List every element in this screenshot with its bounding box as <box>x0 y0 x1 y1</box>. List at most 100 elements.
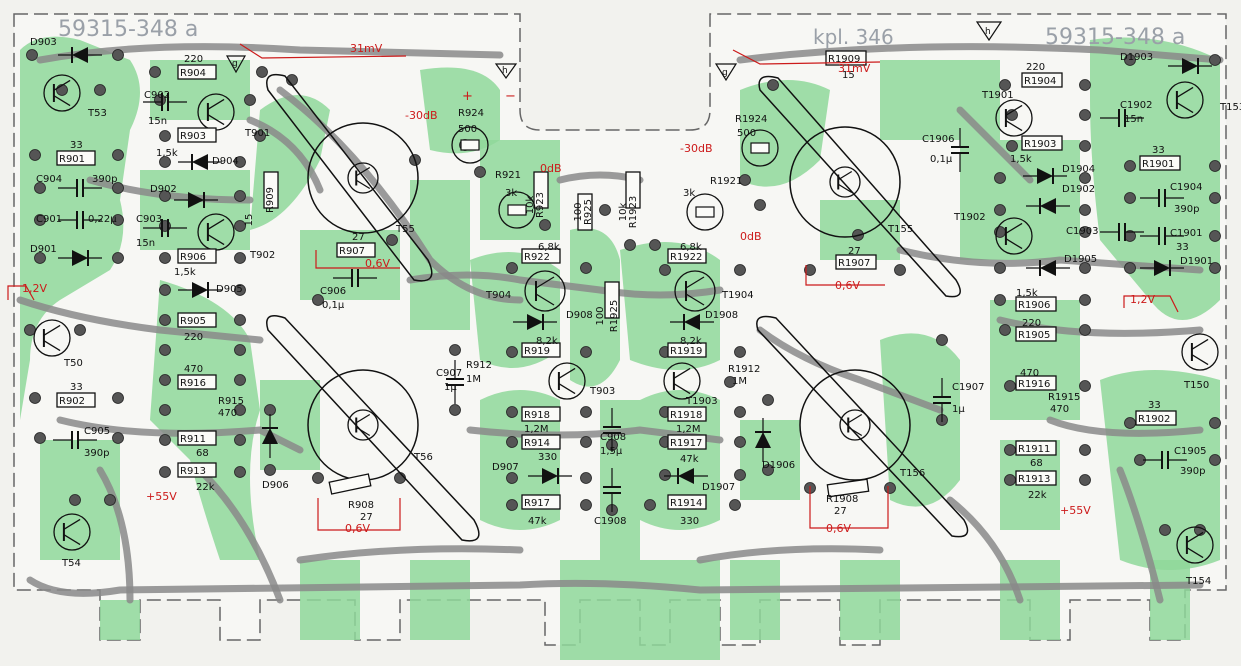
diode-d1905 <box>1026 260 1070 276</box>
solder-pad <box>34 214 46 226</box>
solder-pad <box>659 469 671 481</box>
solder-pad <box>1079 172 1091 184</box>
capacitor-c1907 <box>933 378 951 422</box>
copper-area <box>620 242 720 370</box>
resistor-symbols <box>56 50 1181 510</box>
solder-pad <box>234 284 246 296</box>
trimmer-body <box>507 204 527 216</box>
label-t56: T56 <box>413 452 433 463</box>
solder-pad <box>104 494 116 506</box>
solder-pad <box>234 190 246 202</box>
label-r1915: R1915 <box>1048 392 1080 403</box>
resistor-r1901 <box>1139 155 1181 171</box>
value-r1912: 1M <box>732 376 747 387</box>
solder-pad <box>804 264 816 276</box>
label-r921: R921 <box>495 170 521 181</box>
solder-pad <box>234 466 246 478</box>
voltage-55v-left: +55V <box>146 490 177 503</box>
solder-pad <box>264 404 276 416</box>
copper-trace <box>406 271 724 299</box>
resistor-r903 <box>177 127 217 143</box>
pad-layer <box>24 49 1221 536</box>
value-r1903: 1,5k <box>1010 154 1032 165</box>
resistor-r1925 <box>604 281 620 319</box>
value-r1908: 27 <box>834 506 847 517</box>
solder-pad <box>734 346 746 358</box>
solder-pad <box>506 406 518 418</box>
value-r905: 220 <box>184 332 203 343</box>
copper-trace <box>196 466 284 604</box>
solder-pad <box>312 472 324 484</box>
copper-area <box>150 60 250 120</box>
diode-d908 <box>513 314 557 330</box>
solder-pad <box>254 130 266 142</box>
solder-pad <box>159 314 171 326</box>
copper-trace <box>896 246 1204 274</box>
label-d903: D903 <box>30 37 57 48</box>
solder-pad <box>729 499 741 511</box>
value-c1904: 390p <box>1174 204 1199 215</box>
solder-pad <box>1209 54 1221 66</box>
transistor-symbols <box>33 74 1219 564</box>
solder-pad <box>994 204 1006 216</box>
solder-pad <box>884 482 896 494</box>
value-r901: 33 <box>70 140 83 151</box>
solder-pad <box>26 49 38 61</box>
solder-pad <box>1079 444 1091 456</box>
solder-pad <box>659 264 671 276</box>
solder-pad <box>734 264 746 276</box>
label-t50: T50 <box>63 358 83 369</box>
value-r1925: 100 <box>595 306 606 325</box>
value-r918: 1,2M <box>524 424 549 435</box>
solder-pad <box>1079 226 1091 238</box>
solder-pad <box>159 434 171 446</box>
solder-pad <box>112 214 124 226</box>
solder-pad <box>999 324 1011 336</box>
solder-pad <box>1079 204 1091 216</box>
transistor-t1901 <box>995 99 1033 137</box>
resistor-r1922 <box>667 248 707 264</box>
solder-pad <box>29 392 41 404</box>
copper-area <box>880 333 960 507</box>
value-r1919: 8,2k <box>680 336 702 347</box>
copper-area <box>100 600 140 640</box>
label-t904: T904 <box>485 290 511 301</box>
voltage-31mv-left: 31mV <box>350 42 383 55</box>
resistor-r913 <box>177 462 217 478</box>
solder-pad <box>159 156 171 168</box>
solder-pad <box>724 376 736 388</box>
transistor-t902 <box>197 213 235 251</box>
transistor-t155 <box>829 166 861 198</box>
label-r1918: R1918 <box>670 410 702 421</box>
value-r1902: 33 <box>1148 400 1161 411</box>
resistor-r907 <box>336 242 376 258</box>
resistor-r908 <box>328 473 372 495</box>
solder-pad <box>506 436 518 448</box>
transistor-t154 <box>1176 526 1214 564</box>
value-r911: 68 <box>196 448 209 459</box>
value-r1909: 15 <box>842 70 855 81</box>
label-c904: C904 <box>36 174 62 185</box>
solder-pad <box>1079 79 1091 91</box>
component-labels: D903T53R904220C90215nT901R9031,5kR90133C… <box>30 37 1241 587</box>
copper-area <box>150 280 260 560</box>
board-id-right: 59315-348 a <box>1045 25 1185 50</box>
solder-pad <box>234 156 246 168</box>
value-r909: 15 <box>244 214 255 227</box>
label-r915: R915 <box>218 396 244 407</box>
resistor-r923 <box>533 171 549 209</box>
copper-trace <box>1046 416 1204 437</box>
voltage-12v-left: 1,2V <box>22 282 47 295</box>
copper-trace <box>246 116 324 194</box>
solder-pad <box>1209 454 1221 466</box>
label-r1906: R1906 <box>1018 300 1050 311</box>
solder-pad <box>1079 294 1091 306</box>
label-t901: T901 <box>244 128 270 139</box>
label-r903: R903 <box>180 131 206 142</box>
marker-g-right: g <box>722 68 728 78</box>
value-c1907: 1µ <box>952 404 965 415</box>
solder-pad <box>1209 417 1221 429</box>
label-t54: T54 <box>61 558 81 569</box>
label-r1919: R1919 <box>670 346 702 357</box>
